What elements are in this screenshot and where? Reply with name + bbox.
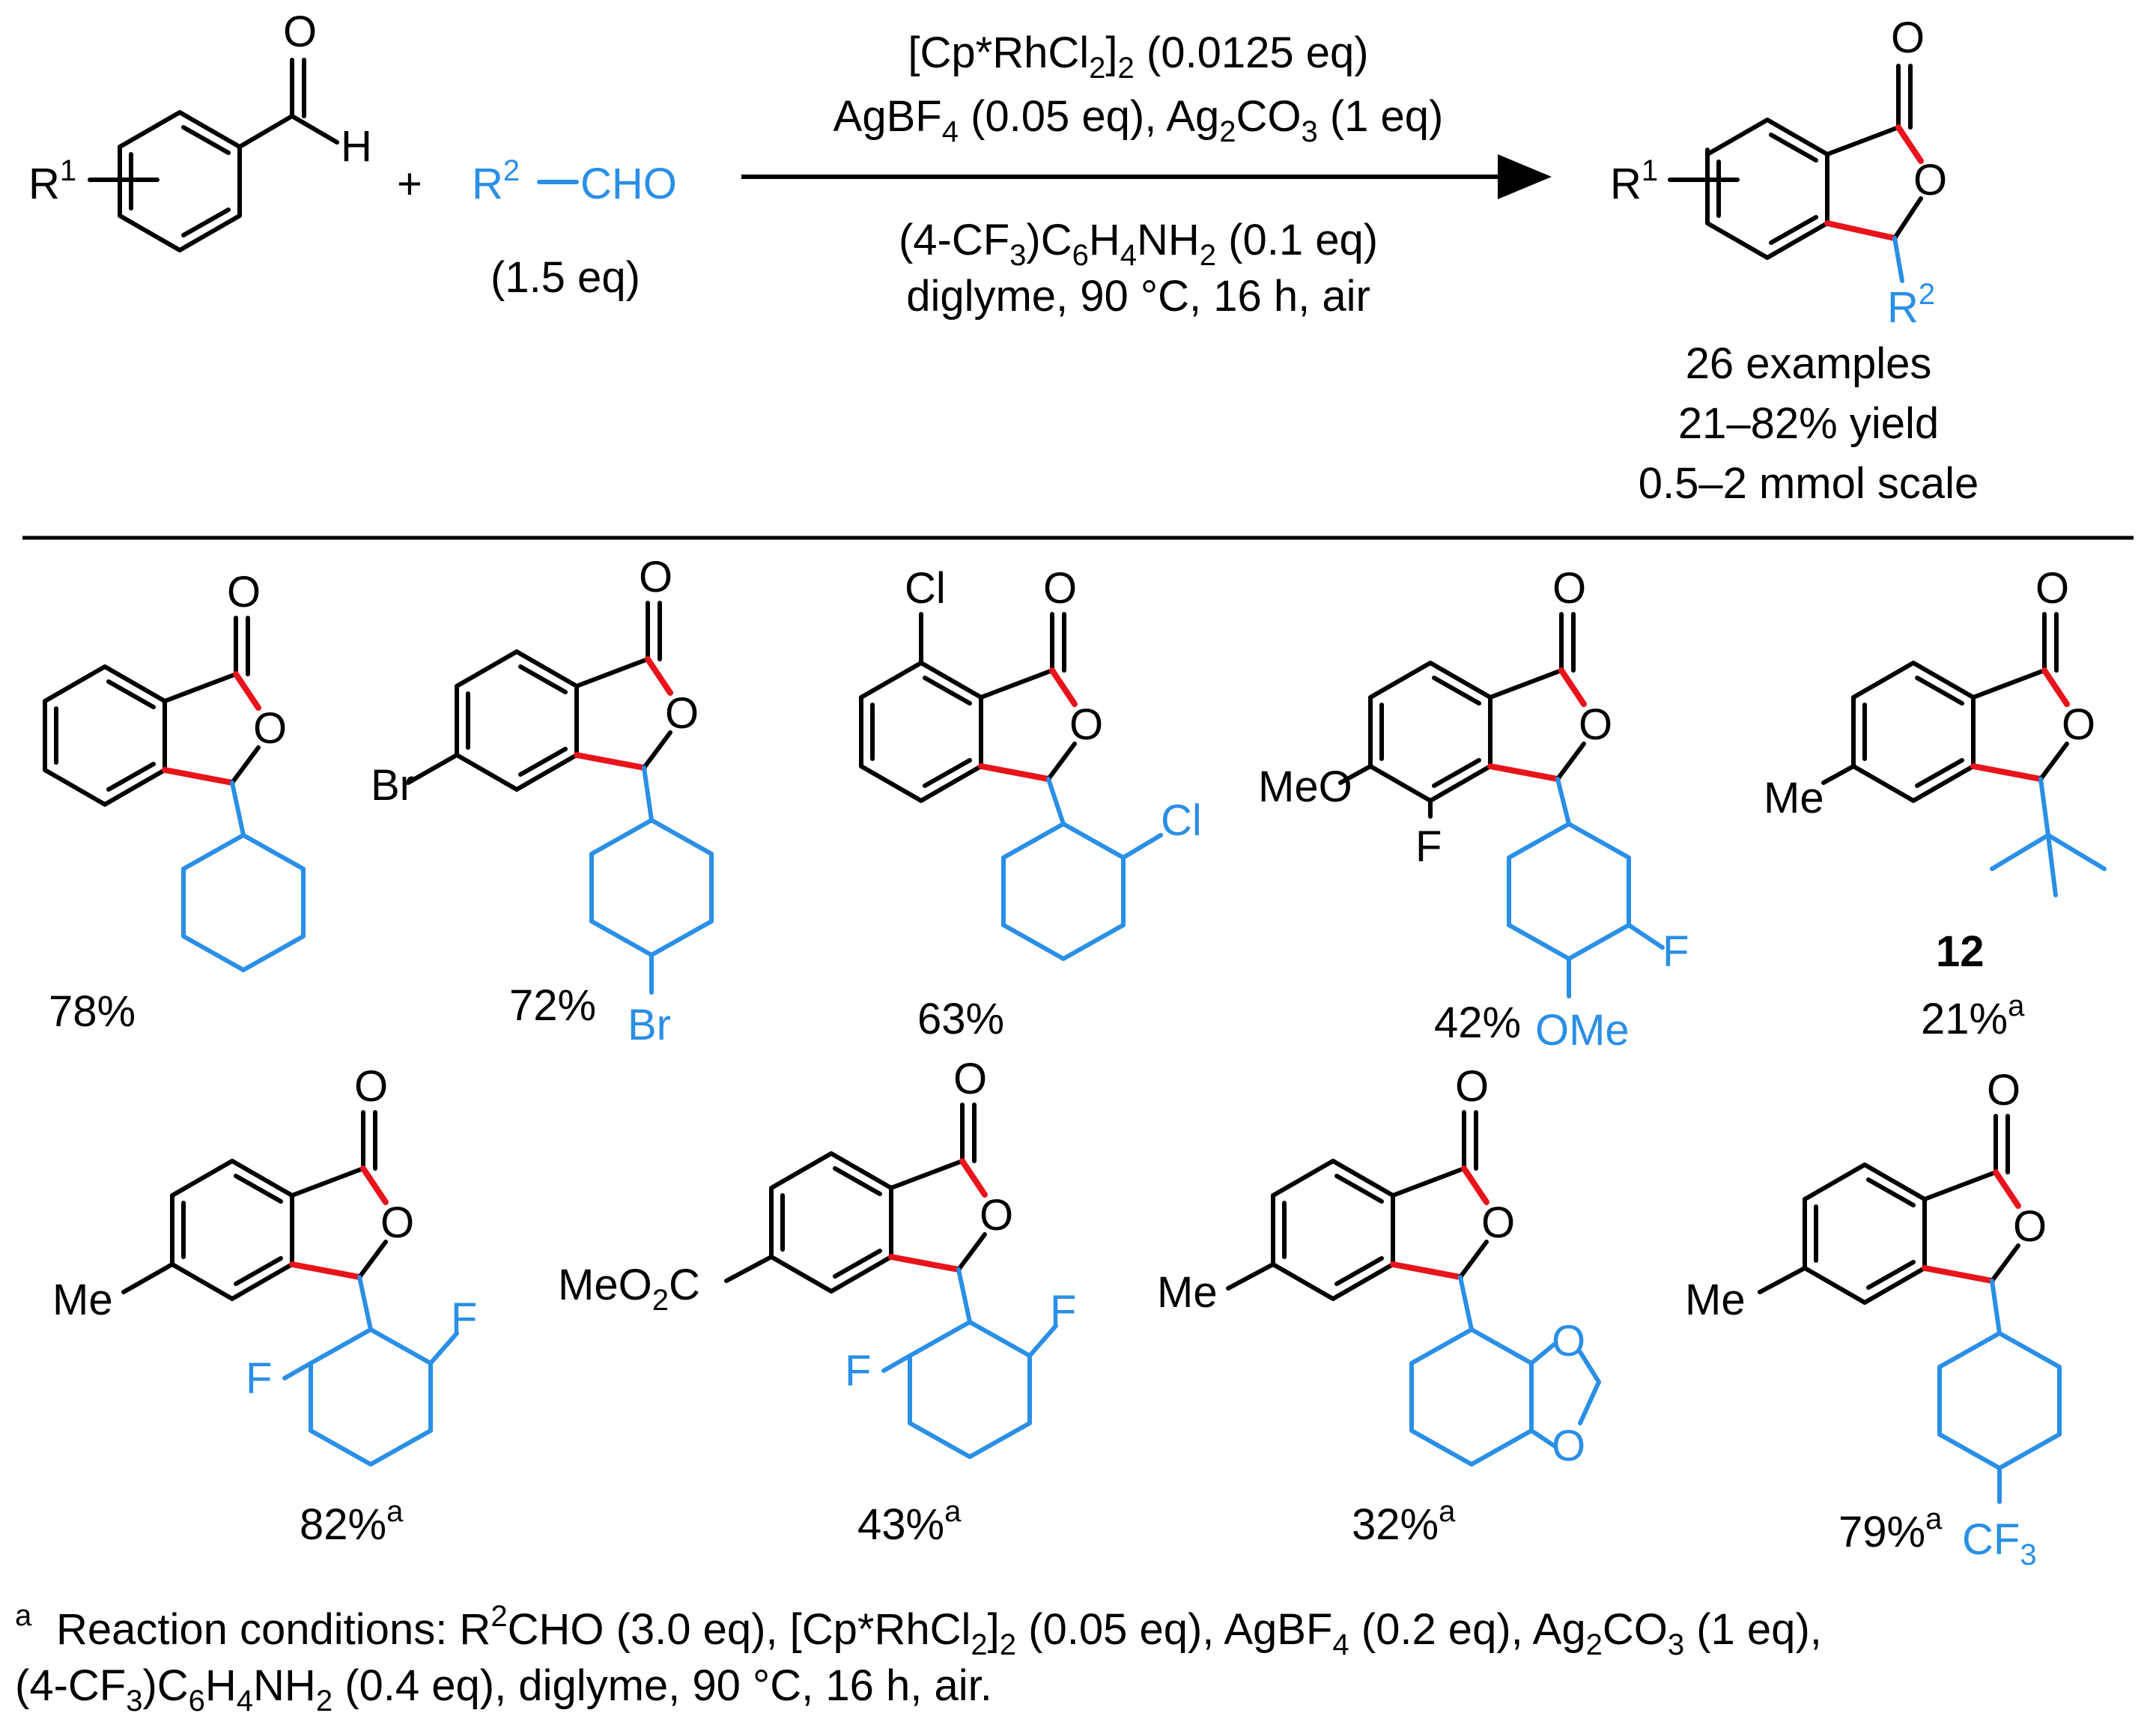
example-1: O O 78% — [43, 568, 306, 1036]
footnote-line1: Reaction conditions: R2CHO (3.0 eq), [Cp… — [56, 1600, 1822, 1661]
ex1-ring-o: O — [253, 704, 287, 753]
ex6-ring-o: O — [380, 1198, 414, 1247]
ex2-core-br: Br — [371, 761, 414, 810]
conditions-catalyst: [Cp*RhCl2]2 (0.0125 eq) — [908, 28, 1368, 85]
ex5-compound-number: 12 — [1936, 927, 1985, 976]
conditions-solvent-temp: diglyme, 90 °C, 16 h, air — [906, 272, 1370, 321]
ex5-core-me: Me — [1764, 774, 1824, 822]
ex7-aryl-f2: F — [845, 1347, 871, 1395]
product-carbonyl-oxygen: O — [1891, 13, 1925, 62]
ex7-yield: 43%a — [857, 1495, 962, 1549]
ex5-ring-o: O — [2062, 700, 2095, 749]
ex6-carbonyl-o: O — [354, 1062, 388, 1111]
product-r1: R1 — [1610, 154, 1658, 208]
footnote-mark: a — [15, 1599, 32, 1632]
plus-sign: + — [397, 160, 422, 208]
ex3-ring-o: O — [1069, 700, 1103, 749]
ex4-yield: 42% — [1434, 998, 1521, 1047]
ex6-core-me: Me — [52, 1276, 113, 1324]
ex8-ring-o: O — [1481, 1198, 1515, 1247]
example-6: O O Me F F 82%a — [52, 1062, 477, 1549]
ex1-carbonyl-o: O — [227, 568, 261, 616]
ex3-aryl-cl: Cl — [1161, 796, 1202, 845]
ex4-carbonyl-o: O — [1552, 564, 1586, 613]
ex3-carbonyl-o: O — [1043, 564, 1077, 613]
product-phthalide: O O R1 R2 — [1610, 13, 1947, 332]
example-3: O O Cl Cl 63% — [859, 564, 1202, 1043]
ex9-aryl-cf3: CF3 — [1962, 1515, 2037, 1571]
example-4: O O MeO F F OMe 42% — [1258, 564, 1689, 1055]
reactant2-equivalents: (1.5 eq) — [491, 253, 640, 302]
example-2: O O Br Br 72% — [371, 553, 714, 1049]
ex3-core-cl: Cl — [905, 564, 946, 613]
ex8-carbonyl-o: O — [1455, 1062, 1489, 1111]
ex6-aryl-f2: F — [246, 1354, 272, 1403]
reactant1-oxygen: O — [283, 7, 317, 56]
ex3-yield: 63% — [917, 995, 1004, 1043]
example-5: O O Me 12 21%a — [1764, 564, 2107, 1043]
ex8-dioxole-o2: O — [1552, 1422, 1585, 1470]
ex5-yield: 21%a — [1921, 989, 2025, 1043]
ex7-ring-o: O — [980, 1191, 1013, 1240]
ex4-core-f: F — [1415, 822, 1442, 871]
ex4-aryl-ome: OMe — [1535, 1006, 1630, 1055]
ex9-ring-o: O — [2013, 1202, 2047, 1251]
ex4-core-meo: MeO — [1258, 763, 1352, 811]
ex9-carbonyl-o: O — [1987, 1066, 2020, 1115]
ex9-yield: 79%a — [1838, 1503, 1943, 1556]
ex7-core-ester: MeO2C — [558, 1261, 700, 1317]
ex7-carbonyl-o: O — [953, 1055, 987, 1103]
reactant-aldehyde: R2 CHO (1.5 eq) — [472, 154, 677, 302]
ex9-core-me: Me — [1685, 1276, 1746, 1324]
reactant2-cho: CHO — [580, 160, 677, 208]
reaction-conditions: [Cp*RhCl2]2 (0.0125 eq) AgBF4 (0.05 eq),… — [833, 28, 1444, 321]
conditions-amine: (4-CF3)C6H4NH2 (0.1 eq) — [899, 216, 1378, 272]
example-7: O O MeO2C F F 43%a — [558, 1055, 1076, 1549]
ex4-aryl-f: F — [1662, 927, 1689, 976]
summary-yield-range: 21–82% yield — [1678, 399, 1939, 448]
ex2-aryl-br: Br — [628, 1001, 671, 1049]
conditions-silver-salts: AgBF4 (0.05 eq), Ag2CO3 (1 eq) — [833, 92, 1444, 148]
example-8: O O Me O O 32%a — [1157, 1062, 1601, 1549]
scope-summary: 26 examples 21–82% yield 0.5–2 mmol scal… — [1639, 339, 1979, 508]
reactant1-r-group: R1 — [28, 154, 76, 208]
ex8-yield: 32%a — [1352, 1495, 1456, 1549]
ex2-ring-o: O — [665, 689, 699, 738]
ex2-carbonyl-o: O — [639, 553, 672, 601]
product-ring-oxygen: O — [1913, 156, 1947, 204]
ex7-aryl-f1: F — [1050, 1287, 1076, 1336]
ex1-yield: 78% — [49, 987, 136, 1036]
footnote: a Reaction conditions: R2CHO (3.0 eq), [… — [15, 1599, 1822, 1718]
footnote-line2: (4-CF3)C6H4NH2 (0.4 eq), diglyme, 90 °C,… — [15, 1661, 992, 1718]
ex8-dioxole-o1: O — [1552, 1317, 1585, 1365]
reactant1-hydrogen: H — [341, 122, 372, 171]
reactant2-r-group: R2 — [472, 154, 520, 208]
ex6-aryl-f1: F — [451, 1294, 477, 1343]
ex2-yield: 72% — [509, 981, 596, 1030]
example-9: O O Me CF3 79%a — [1685, 1066, 2062, 1571]
summary-examples: 26 examples — [1686, 339, 1932, 388]
summary-scale: 0.5–2 mmol scale — [1639, 459, 1979, 508]
ex8-core-me: Me — [1157, 1268, 1218, 1317]
product-r2: R2 — [1887, 278, 1935, 332]
ex5-carbonyl-o: O — [2035, 564, 2069, 613]
reactant-benzaldehyde: O H R1 — [28, 7, 372, 252]
ex6-yield: 82%a — [300, 1495, 404, 1549]
ex4-ring-o: O — [1579, 700, 1612, 749]
